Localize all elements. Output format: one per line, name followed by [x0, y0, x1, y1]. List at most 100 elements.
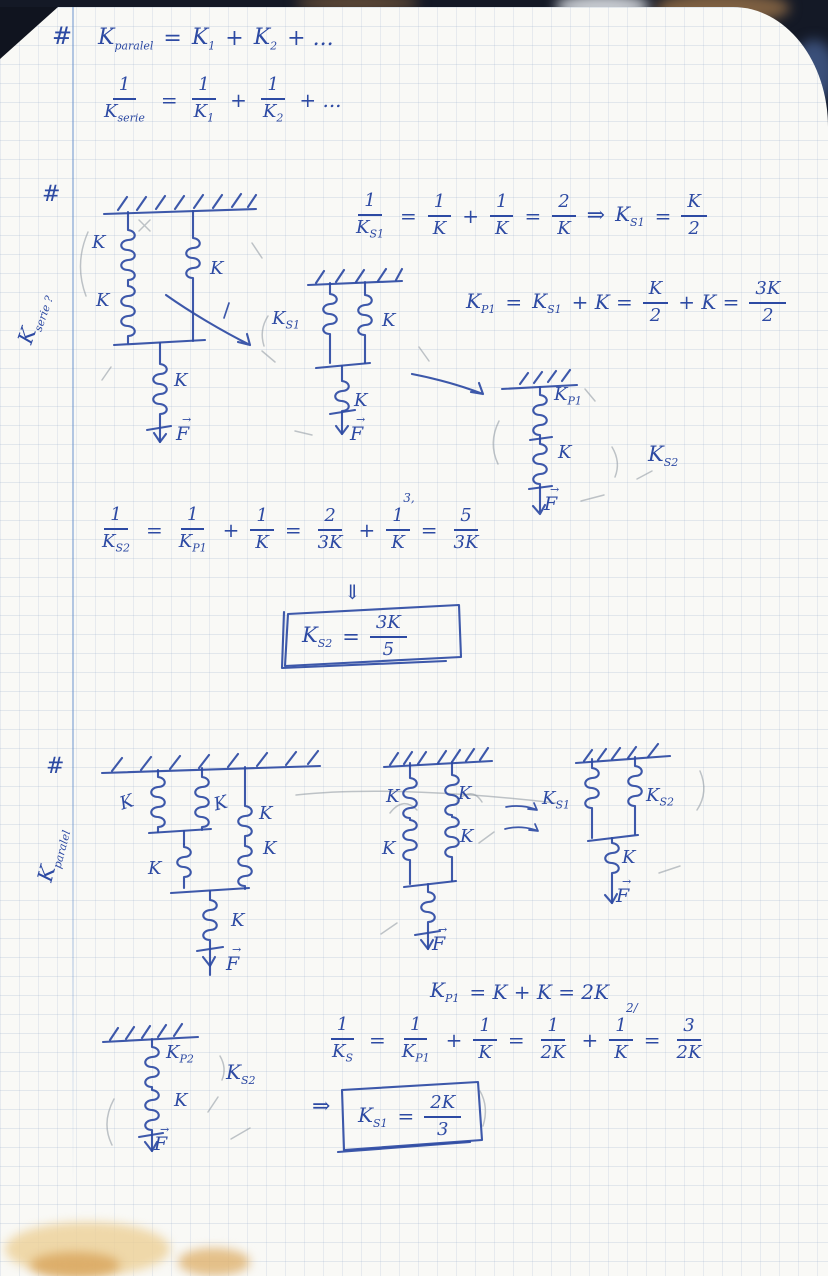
- common-denominator-note: 3,: [403, 491, 415, 506]
- frac-1-over-kp1: 1 KP1: [178, 504, 207, 555]
- vector-arrow: →: [181, 413, 192, 426]
- spring-label-kp1: KP1: [554, 384, 582, 408]
- equals: =: [163, 26, 182, 52]
- frac-1-over-ks2: 1 KS2: [102, 504, 130, 555]
- spring-label-ks1: KS1: [542, 788, 570, 812]
- k-plus-k-equals-2k: = K + K = 2K: [469, 979, 609, 1004]
- spring-label-k: K: [174, 1090, 188, 1111]
- vector-arrow: →: [549, 483, 560, 496]
- k-paralel-label: Kparalel: [98, 25, 154, 53]
- equals: =: [654, 203, 672, 228]
- spring-label-k: K: [263, 838, 277, 859]
- plus: +: [462, 203, 479, 228]
- smudge-orange-right: [178, 1248, 250, 1276]
- plus-k-equals: + K =: [571, 290, 633, 315]
- vector-arrow: →: [621, 875, 632, 888]
- smudge-orange-left: [30, 1252, 120, 1276]
- force-label-f: → F: [432, 923, 448, 955]
- frac-1-over-ks1: 1 KS1: [356, 190, 384, 241]
- spring-label-k: K: [174, 370, 188, 391]
- spring-label-k: K: [558, 442, 572, 463]
- spring-label-k: K: [386, 786, 400, 807]
- k2-label: K2: [253, 25, 278, 53]
- ks1-label: KS1: [358, 1102, 388, 1130]
- equals: =: [397, 1104, 415, 1129]
- bullet-hash-1: #: [52, 22, 73, 50]
- spring-label-k: K: [148, 858, 162, 879]
- vector-arrow: →: [231, 943, 242, 956]
- spring-label-k: K: [622, 847, 636, 868]
- equals: =: [342, 624, 360, 649]
- plus: +: [225, 26, 244, 52]
- spring-label-k: K: [458, 783, 472, 804]
- margin-line: [72, 7, 74, 1187]
- spring-label-ks2: KS2: [646, 785, 674, 809]
- plus-k-equals: + K =: [678, 290, 740, 315]
- system-label-ks2: KS2: [648, 442, 679, 470]
- ellipsis: + ...: [299, 87, 342, 112]
- equals: =: [643, 1027, 661, 1052]
- formula-kp1-parallel: KP1 = K + K = 2K: [430, 980, 610, 1005]
- equals: =: [284, 517, 302, 542]
- plus: +: [222, 517, 240, 542]
- ink-strokes: [100, 192, 672, 1154]
- bullet-hash-2: #: [42, 182, 61, 207]
- spring-label-k: K: [210, 258, 224, 279]
- bullet-hash-3: #: [46, 754, 65, 779]
- plus: +: [581, 1027, 599, 1052]
- down-implies-arrow: ⇓: [344, 580, 361, 604]
- spring-label-k: K: [92, 232, 106, 253]
- notebook-page: [0, 7, 828, 1276]
- implies-arrow: ⇒: [312, 1094, 331, 1119]
- frac-1-over-kp1: 1 KP1: [401, 1014, 430, 1065]
- ks1-result-label: KS1: [615, 201, 645, 229]
- implies-arrow: ⇒: [586, 203, 606, 229]
- plus: +: [445, 1027, 463, 1052]
- frac-1-over-k2: 1 K2: [261, 74, 285, 125]
- k1-label: K1: [191, 25, 216, 53]
- ks2-label: KS2: [302, 623, 333, 651]
- spring-label-k: K: [259, 803, 273, 824]
- vector-arrow: →: [437, 923, 448, 936]
- equals: =: [507, 1027, 525, 1052]
- equals: =: [420, 517, 438, 542]
- formula-kparalel: Kparalel = K1 + K2 + ...: [98, 26, 335, 52]
- system-label-ks2: KS2: [226, 1060, 256, 1087]
- force-label-f: → F: [226, 943, 242, 975]
- force-label-f: → F: [350, 413, 366, 445]
- force-label-f: → F: [176, 413, 192, 445]
- spring-label-k: K: [96, 290, 110, 311]
- frac-1-over-kserie: 1 Kserie: [104, 74, 145, 125]
- equals: =: [400, 203, 417, 228]
- kp1-label: KP1: [466, 288, 496, 316]
- common-denominator-note: 2/: [626, 1001, 638, 1016]
- plus: +: [358, 517, 376, 542]
- spring-label-k: K: [231, 910, 245, 931]
- equals: =: [369, 1027, 386, 1052]
- force-label-f: → F: [154, 1123, 170, 1155]
- spring-label-k: K: [354, 390, 368, 411]
- equals: =: [505, 290, 523, 315]
